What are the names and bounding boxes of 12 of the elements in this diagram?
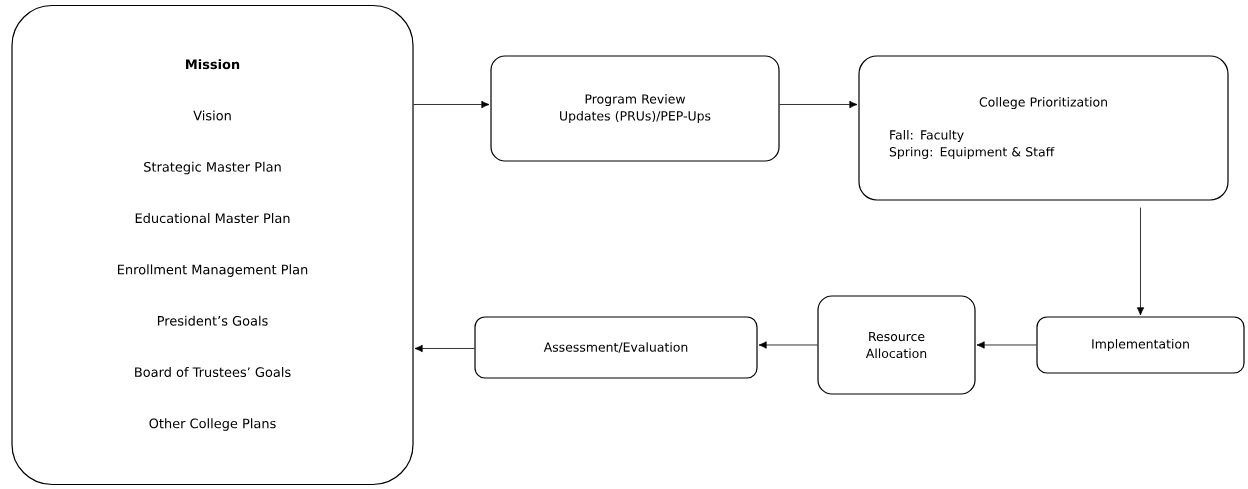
process-box: Program Review Updates (PRUs)/PEP-Ups	[490, 55, 780, 162]
arrow	[779, 100, 858, 109]
arrow	[1136, 207, 1145, 316]
arrow	[414, 344, 475, 353]
plan-box: Mission Vision Strategic Master Plan Educational Master Plan Enrollment Management Plan President’s Goals Board of Trustees’ Goals Other College Plans	[11, 4, 414, 486]
process-box: Implementation	[1036, 316, 1245, 374]
arrow	[976, 341, 1037, 349]
process-box: Resource Allocation	[817, 295, 976, 395]
arrow	[758, 341, 818, 349]
arrow	[413, 100, 490, 109]
process-box: Assessment/Evaluation	[474, 316, 758, 379]
process-box: College Prioritization Fall: Faculty Spring: Equipment & Staff	[858, 55, 1229, 201]
